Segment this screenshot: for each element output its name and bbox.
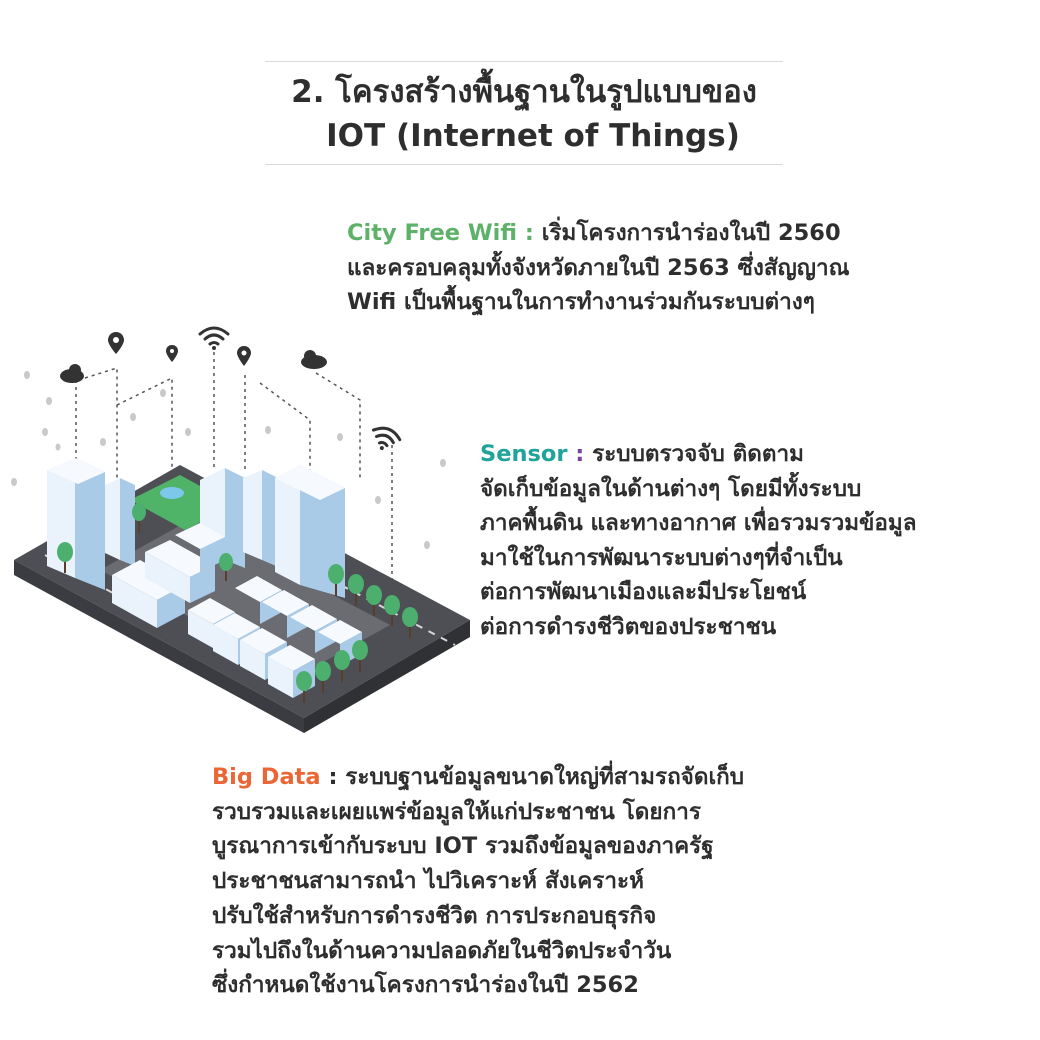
page-title-line-2: IOT (Internet of Things) [326, 118, 740, 154]
sensor-separator: : [567, 441, 585, 467]
sensor-line-1: Sensor : ระบบตรวจจับ ติดตาม [480, 437, 917, 472]
wifi-text-3: Wifi เป็นพื้นฐานในการทำงานร่วมกันระบบต่า… [347, 289, 815, 315]
road-platform-right-side [304, 620, 470, 733]
location-pin-icon-2 [166, 345, 178, 362]
wifi-signal-icon-right [371, 426, 402, 451]
wifi-text-2: และครอบคลุมทั้งจังหวัดภายในปี 2563 ซึ่งส… [347, 254, 850, 281]
sensor-section: Sensor : ระบบตรวจจับ ติดตาม จัดเก็บข้อมู… [480, 437, 917, 644]
wifi-text-1: เริ่มโครงการนำร่องในปี 2560 [533, 220, 841, 246]
trees [57, 503, 418, 703]
road-platform-left-side [14, 560, 304, 733]
bigdata-text-4: ประชาชนสามารถนำ ไปวิเคราะห์ สังเคราะห์ [212, 868, 644, 895]
page-title: 2. โครงสร้างพื้นฐานในรูปแบบของ IOT (Inte… [265, 70, 783, 158]
title-top-divider [265, 61, 783, 62]
location-pin-icon-3 [237, 346, 251, 366]
bigdata-text-7: ซึ่งกำหนดใช้งานโครงการนำร่องในปี 2562 [212, 972, 639, 999]
sensor-text-3: ภาคพื้นดิน และทางอากาศ เพื่อรวมรวมข้อมูล [480, 510, 917, 536]
big-data-section: Big Data : ระบบฐานข้อมูลขนาดใหญ่ที่สามรถ… [212, 760, 744, 1003]
park-pond [160, 487, 184, 499]
sensor-text-2: จัดเก็บข้อมูลในด้านต่างๆ โดยมีทั้งระบบ [480, 475, 862, 502]
wifi-line-1: City Free Wifi : เริ่มโครงการนำร่องในปี … [347, 216, 849, 251]
decorative-dots [11, 371, 446, 549]
title-bottom-divider [265, 164, 783, 165]
cloud-icon-right [301, 350, 327, 369]
page-title-line-1: 2. โครงสร้างพื้นฐานในรูปแบบของ [291, 74, 757, 110]
sensor-text-5: ต่อการพัฒนาเมืองและมีประโยชน์ [480, 579, 807, 605]
smart-city-illustration [11, 326, 470, 733]
bigdata-text-3: บูรณาการเข้ากับระบบ IOT รวมถึงข้อมูลของภ… [212, 833, 714, 860]
city-free-wifi-section: City Free Wifi : เริ่มโครงการนำร่องในปี … [347, 216, 849, 320]
wifi-signal-icon [198, 326, 230, 350]
sensor-text-4: มาใช้ในการพัฒนาระบบต่างๆที่จำเป็น [480, 544, 843, 571]
bigdata-text-6: รวมไปถึงในด้านความปลอดภัยในชีวิตประจำวัน [212, 937, 672, 964]
bigdata-line-1: Big Data : ระบบฐานข้อมูลขนาดใหญ่ที่สามรถ… [212, 760, 744, 795]
sensor-label: Sensor [480, 441, 568, 467]
bigdata-label: Big Data [212, 764, 321, 790]
sensor-text-6: ต่อการดำรงชีวิตของประชาชน [480, 613, 777, 640]
bigdata-text-5: ปรับใช้สำหรับการดำรงชีวิต การประกอบธุรกิ… [212, 902, 657, 929]
bigdata-text-2: รวบรวมและเผยแพร่ข้อมูลให้แก่ประชาชน โดยก… [212, 798, 701, 825]
location-pin-icon [108, 332, 124, 354]
sensor-text-1: ระบบตรวจจับ ติดตาม [584, 441, 804, 467]
cloud-icon [60, 364, 84, 383]
bigdata-text-1: : ระบบฐานข้อมูลขนาดใหญ่ที่สามรถจัดเก็บ [320, 764, 745, 790]
wifi-label: City Free Wifi : [347, 220, 534, 246]
